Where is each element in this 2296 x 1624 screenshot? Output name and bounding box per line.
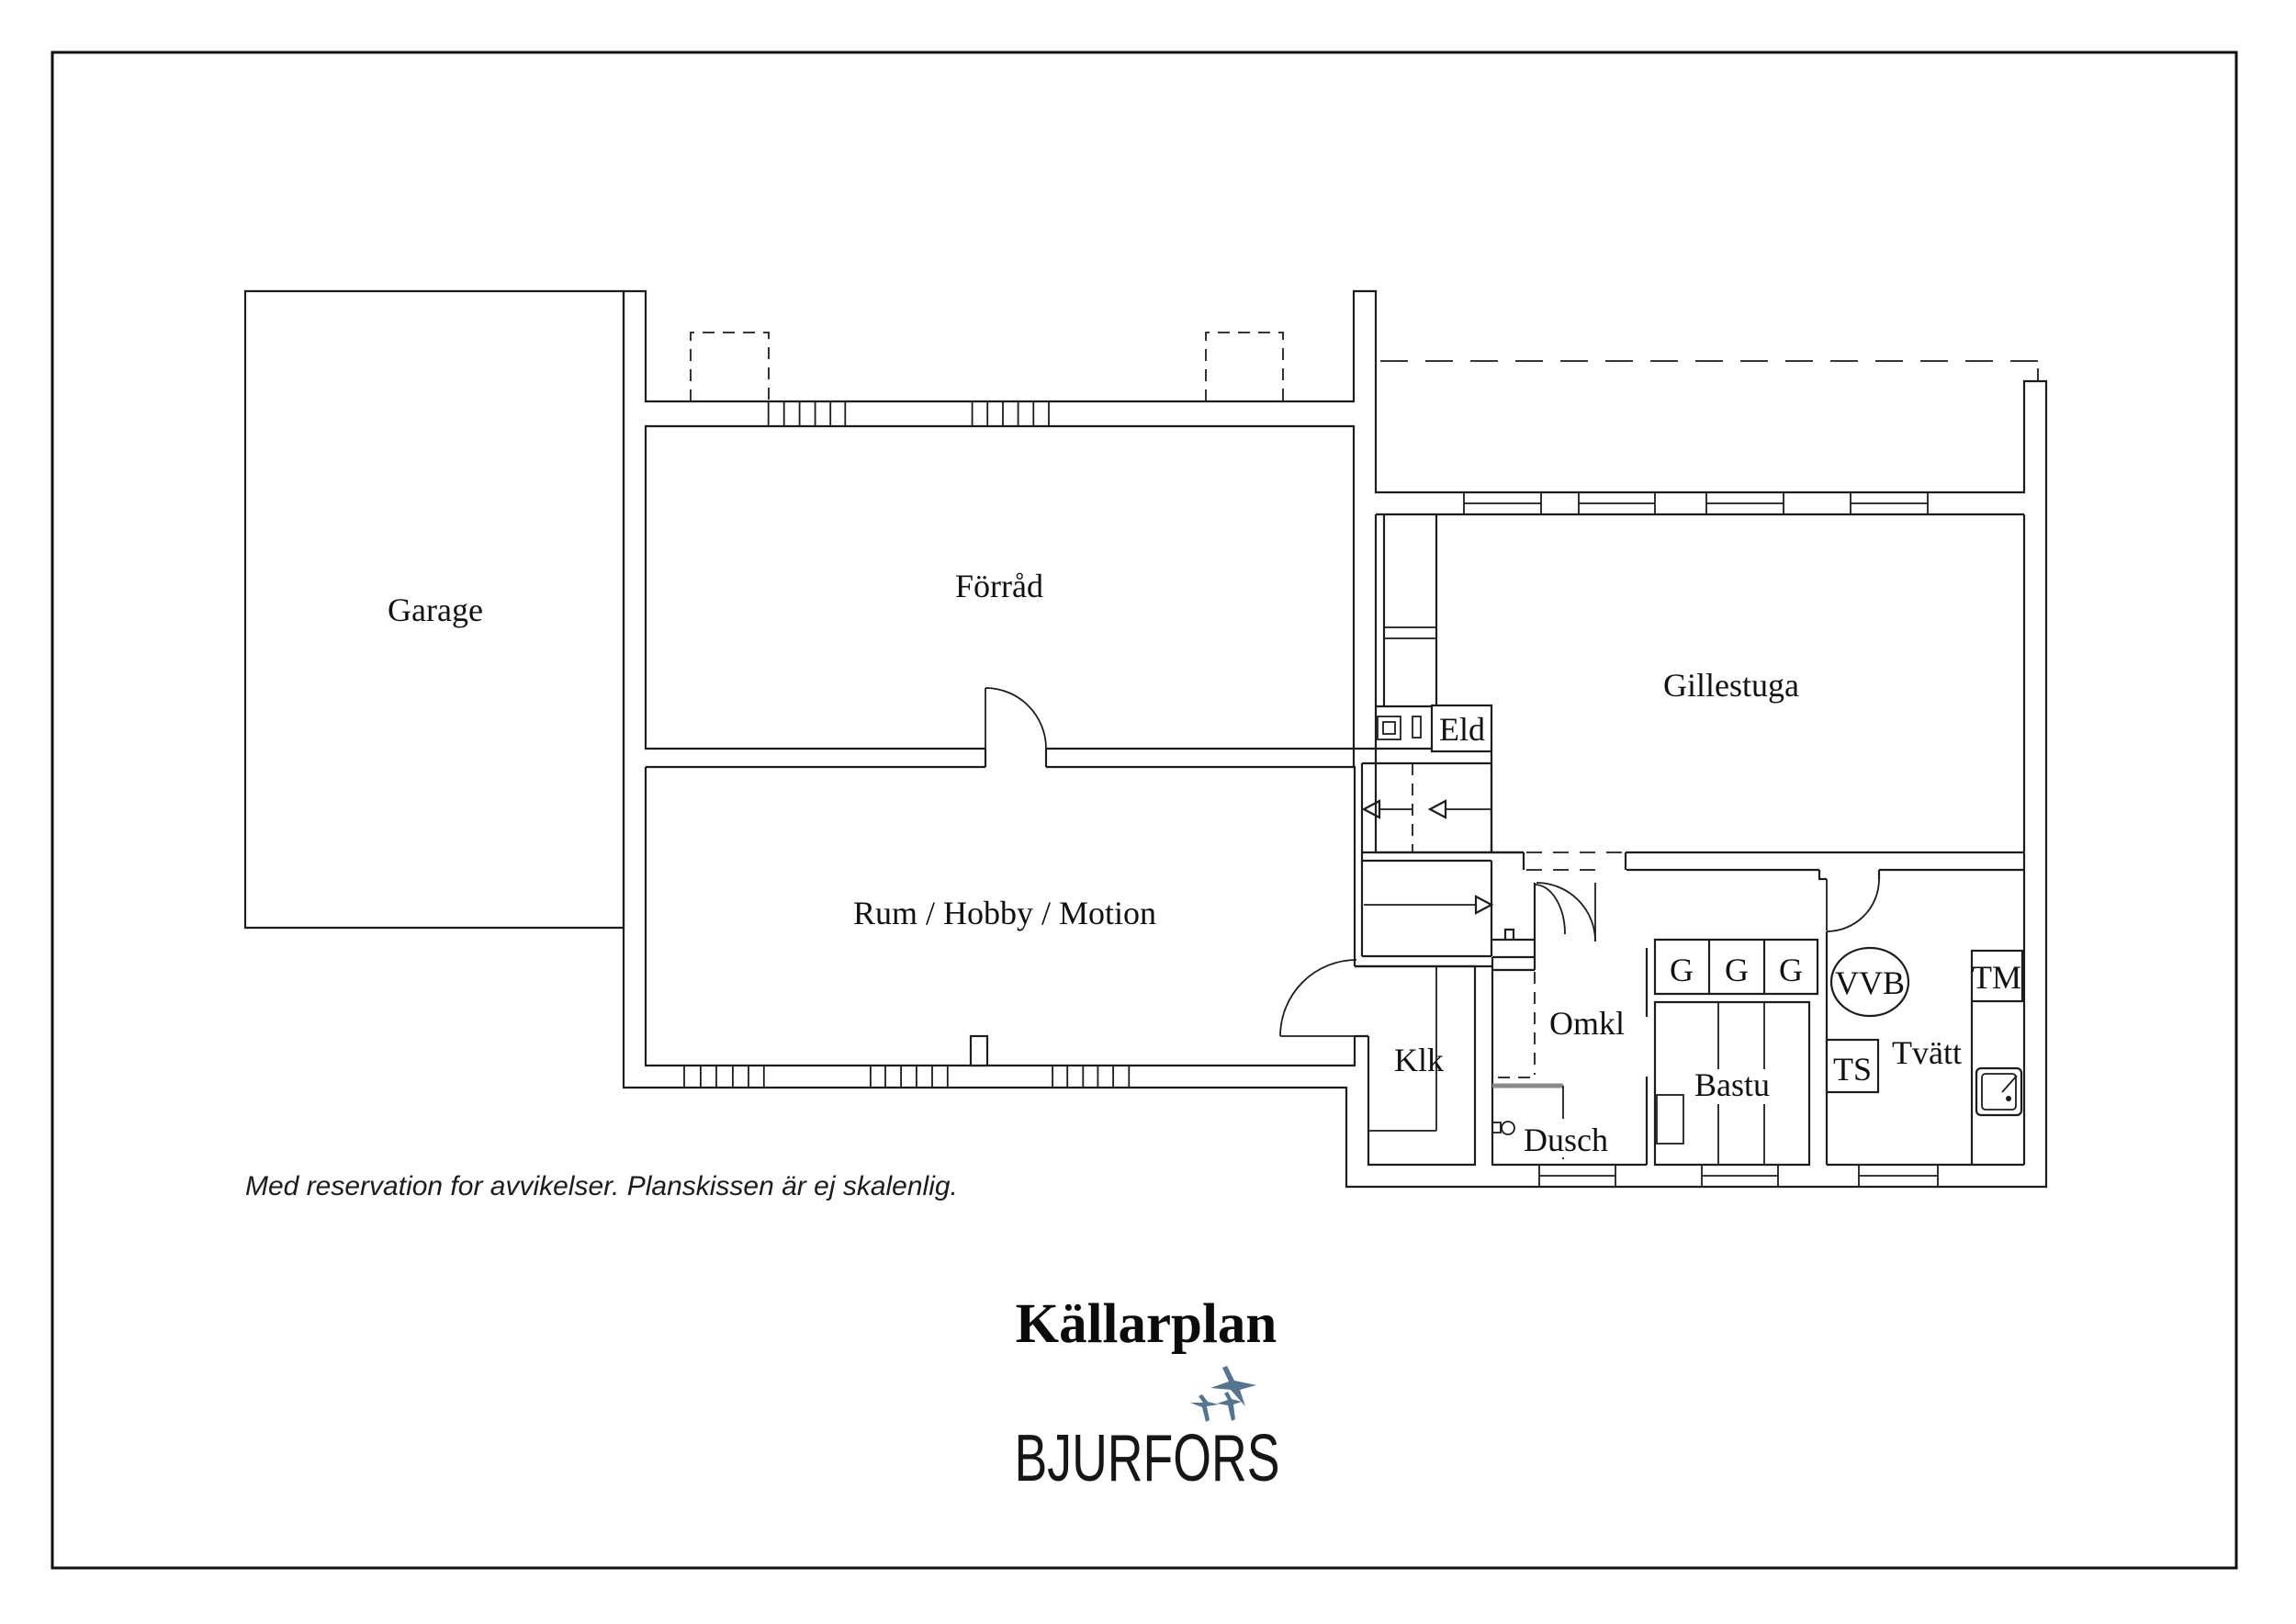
hall-north-wall [1522, 851, 2023, 872]
hatch-group-2 [971, 401, 1050, 426]
footer-note: Med reservation for avvikelser. Planskis… [245, 1171, 958, 1201]
hatch-group-4 [870, 1066, 949, 1088]
sink-faucet [2001, 1075, 2018, 1093]
fixture-label-ts: TS [1833, 1051, 1872, 1088]
klk-door-arc [1279, 959, 1357, 1037]
bird-small [1190, 1394, 1219, 1422]
g-cabinets-outline [1653, 938, 1819, 996]
omkl-door-arc [1534, 884, 1566, 935]
stair-arrow-up-head [1361, 799, 1447, 819]
forrad-top-wall-hatches [767, 401, 1050, 426]
south-window-2 [1701, 1165, 1779, 1187]
south-window-3 [1858, 1165, 1939, 1187]
forrad-door-jambs [984, 749, 1356, 767]
room-label-eld: Eld [1439, 711, 1485, 748]
page-title: Källarplan [1016, 1293, 1277, 1355]
hatch-group-3 [683, 1066, 765, 1088]
bastu-heater [1656, 1094, 1684, 1145]
brand-name: BJURFORS [1015, 1422, 1280, 1495]
room-label-gillestuga: Gillestuga [1663, 667, 1799, 704]
chimney-dashed-box-1 [690, 332, 770, 401]
tm-box [1970, 949, 2024, 1003]
sink-outer [1975, 1066, 2023, 1117]
closet-outline [1376, 515, 1438, 708]
sink [1975, 1066, 2023, 1117]
rum-bottom-pier [969, 1034, 989, 1067]
eld-small-rect [1412, 716, 1422, 739]
room-label-dusch: Dusch [1524, 1122, 1608, 1158]
gillestuga-windows [1463, 492, 1929, 514]
sink-drain [2006, 1096, 2011, 1101]
building-outer-outline [622, 289, 2048, 1189]
room-labels: Garage Förråd Gillestuga Rum / Hobby / M… [388, 568, 1962, 1158]
omkl-locker-dashed [1497, 972, 1536, 1078]
hall-passage-dashed [1526, 851, 1624, 871]
rum-bottom-wall-hatches [683, 1066, 1131, 1088]
eld-stove-outer [1377, 716, 1401, 740]
bird-large [1210, 1366, 1256, 1406]
bastu-room-outline [1653, 1000, 1811, 1167]
tvatt-door-arc [1826, 878, 1880, 932]
label-knockouts [1523, 1069, 1774, 1157]
hatch-group-5 [1052, 1066, 1131, 1088]
window-2 [1578, 492, 1656, 514]
vvb-boiler [1829, 946, 1910, 1018]
gillestuga-room-outline [1374, 513, 2024, 854]
room-label-forrad: Förråd [955, 568, 1043, 604]
window-4 [1850, 492, 1929, 514]
stairwell-outline [1354, 747, 1524, 968]
fixture-label-vvb: VVB [1835, 964, 1905, 1001]
fixture-label-g2: G [1725, 952, 1749, 988]
klk-room-outline [1367, 964, 1477, 1167]
logo-birds-icon [1190, 1366, 1256, 1422]
bird-middle [1217, 1392, 1242, 1421]
fixture-label-g3: G [1779, 952, 1803, 988]
fixture-labels: G G G VVB TS TM [1670, 952, 2021, 1088]
klk-inner-lines [1368, 966, 1437, 1132]
room-label-tvatt: Tvätt [1892, 1034, 1962, 1071]
bastu-label-knockout [1692, 1069, 1774, 1104]
ts-box [1825, 1038, 1880, 1094]
rum-room-outline [644, 765, 1356, 1067]
window-1 [1463, 492, 1542, 514]
fixture-label-tm: TM [1972, 959, 2021, 996]
shower-head-icon [1501, 1121, 1515, 1135]
room-label-omkl: Omkl [1549, 1005, 1625, 1042]
eld-label-box [1430, 704, 1493, 753]
tvatt-door-jambs [1818, 870, 1881, 881]
dusch-label-knockout [1523, 1119, 1611, 1157]
omkl-room-outline [1491, 883, 1649, 1167]
closet-divider [1384, 626, 1436, 639]
hatch-group-1 [767, 401, 847, 426]
room-label-garage: Garage [388, 592, 483, 628]
brand-logo: BJURFORS [1015, 1366, 1280, 1495]
forrad-door-arc [985, 687, 1047, 750]
room-label-klk: Klk [1394, 1042, 1444, 1078]
hall-door-arc [1536, 882, 1596, 942]
gillestuga-closets [1376, 515, 1438, 708]
shower-head-base [1491, 1122, 1502, 1133]
eld-area [1377, 704, 1493, 753]
chimney-dashed-box-2 [1205, 332, 1284, 401]
room-label-bastu: Bastu [1694, 1066, 1770, 1103]
fixture-label-g1: G [1670, 952, 1694, 988]
window-3 [1705, 492, 1784, 514]
eld-stove-inner [1382, 721, 1396, 735]
klk-door-jambs [1355, 964, 1368, 1038]
forrad-room-outline [644, 424, 1356, 750]
stair-arrow-down-head [1474, 895, 1494, 915]
south-window-1 [1538, 1165, 1616, 1187]
page-border [51, 51, 2238, 1570]
south-wall-windows [1538, 1165, 1939, 1187]
sink-basin [1981, 1073, 2017, 1111]
building-walls [243, 289, 2048, 1189]
room-label-rum-hobby-motion: Rum / Hobby / Motion [853, 895, 1156, 931]
